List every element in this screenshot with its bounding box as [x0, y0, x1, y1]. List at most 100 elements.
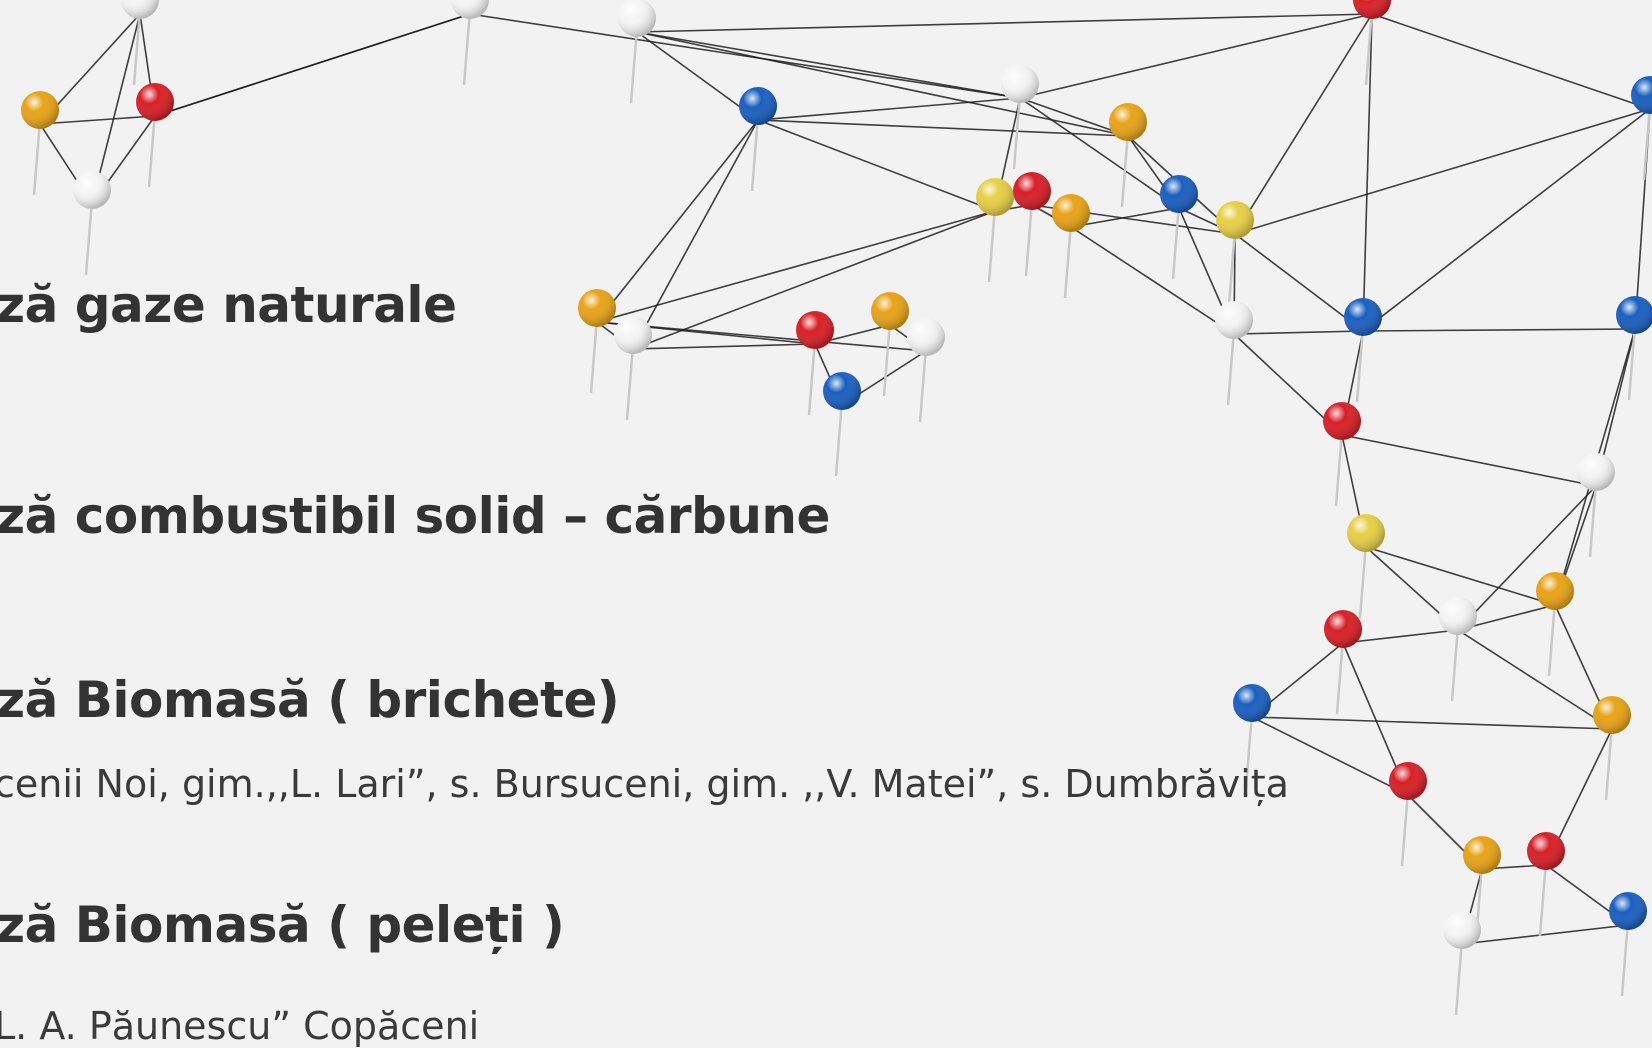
thread-line	[596, 210, 996, 323]
thread-line	[1371, 13, 1651, 110]
thread-line	[1457, 629, 1613, 730]
thread-line	[1341, 434, 1597, 487]
pin-needle	[807, 339, 817, 416]
thread-line	[1342, 629, 1459, 644]
pin-head-shine	[578, 289, 616, 327]
thread-line	[632, 119, 759, 350]
thread-line	[636, 31, 759, 121]
thread-line	[154, 13, 471, 117]
pin-head-shine	[21, 91, 59, 129]
pin-needle	[1024, 200, 1034, 277]
thread-line	[636, 31, 1129, 137]
pin-needle	[834, 400, 844, 477]
pin-head-shine	[1536, 572, 1574, 610]
thread-line	[91, 13, 141, 205]
pin-head-shine	[976, 178, 1014, 216]
pin-head-shine	[907, 318, 945, 356]
pin-head-shine	[823, 372, 861, 410]
thread-line	[1362, 108, 1651, 332]
thread-line	[469, 13, 1021, 99]
thread-line	[1234, 108, 1651, 235]
thread-line	[1019, 97, 1180, 209]
pin-head-shine	[1527, 832, 1565, 870]
pin-needles	[32, 9, 1652, 1016]
thread-line	[596, 119, 759, 323]
pin-heads	[21, 0, 1652, 949]
pin-needle	[1364, 9, 1374, 86]
pin-needle	[147, 111, 157, 188]
thread-line	[1070, 226, 1235, 335]
pin-needle	[1454, 939, 1464, 1016]
thread-line	[1019, 97, 1129, 137]
thread-line	[757, 119, 996, 212]
pin-needle	[1604, 724, 1614, 801]
pin-head-shine	[1577, 453, 1615, 491]
pin-head-shine	[739, 87, 777, 125]
pin-needle	[1063, 222, 1073, 299]
thread-line	[1362, 13, 1373, 332]
pin-head-shine	[796, 311, 834, 349]
thread-line	[1233, 330, 1364, 335]
pin-head-shine	[1324, 610, 1362, 648]
thread-line	[1251, 716, 1409, 796]
pin-head-shine	[136, 83, 174, 121]
schools-list-briquettes: cenii Noi, gim.,,L. Lari”, s. Bursuceni,…	[0, 762, 1289, 806]
pin-needle	[1012, 93, 1022, 170]
thread-line	[1251, 716, 1613, 730]
thread-line	[1365, 546, 1556, 606]
pin-head-shine	[1233, 684, 1271, 722]
pin-needle	[1620, 920, 1630, 997]
pin-head-shine	[1160, 175, 1198, 213]
pin-head-shine	[871, 292, 909, 330]
pin-needle	[1120, 131, 1130, 208]
pin-needle	[132, 9, 142, 86]
thread-line	[1019, 13, 1373, 99]
thread-line	[1234, 233, 1364, 332]
pin-needle	[84, 199, 94, 276]
pin-needle	[987, 206, 997, 283]
pin-needle	[1226, 329, 1236, 406]
pin-head-shine	[1353, 0, 1391, 19]
pin-needle	[1642, 104, 1652, 181]
pin-needle	[1355, 326, 1365, 403]
pin-needle	[589, 317, 599, 394]
heading-biomass-briquettes: ză Biomasă ( brichete)	[0, 671, 620, 729]
thread-line	[1234, 13, 1373, 235]
thread-line	[1457, 485, 1597, 631]
pin-needle	[1547, 600, 1557, 677]
pin-head-shine	[1389, 762, 1427, 800]
heading-natural-gas: ză gaze naturale	[0, 276, 457, 334]
pin-head-shine	[618, 0, 656, 37]
pin-needle	[1334, 430, 1344, 507]
pin-needle	[882, 320, 892, 397]
pin-needle	[1171, 203, 1181, 280]
pin-head-shine	[1616, 296, 1652, 334]
thread-line	[636, 31, 1021, 99]
thread-line	[596, 321, 927, 352]
pin-head-shine	[1631, 76, 1652, 114]
schools-list-pellets: L. A. Păunescu” Copăceni	[0, 1004, 480, 1048]
pin-head-shine	[1323, 402, 1361, 440]
pin-head-shine	[1001, 65, 1039, 103]
thread-line	[1461, 924, 1629, 945]
thread-line	[636, 13, 1373, 33]
thread-line	[1362, 328, 1636, 332]
pin-head-shine	[1439, 597, 1477, 635]
pin-head-shine	[1216, 201, 1254, 239]
pin-needle	[1227, 229, 1237, 306]
pin-head-shine	[1593, 696, 1631, 734]
pin-needle	[1335, 638, 1345, 715]
pin-needle	[1538, 860, 1548, 937]
pin-head-shine	[1052, 194, 1090, 232]
pin-needle	[1358, 542, 1368, 619]
heading-biomass-pellets: ză Biomasă ( peleți )	[0, 896, 565, 954]
heading-solid-fuel-coal: ză combustibil solid – cărbune	[0, 487, 830, 545]
pin-needle	[1627, 324, 1637, 401]
pin-head-shine	[451, 0, 489, 19]
thread-lines	[39, 13, 1651, 945]
pin-head-shine	[1443, 911, 1481, 949]
pin-head-shine	[1215, 301, 1253, 339]
pin-needle	[918, 346, 928, 423]
pin-needle	[32, 119, 42, 196]
